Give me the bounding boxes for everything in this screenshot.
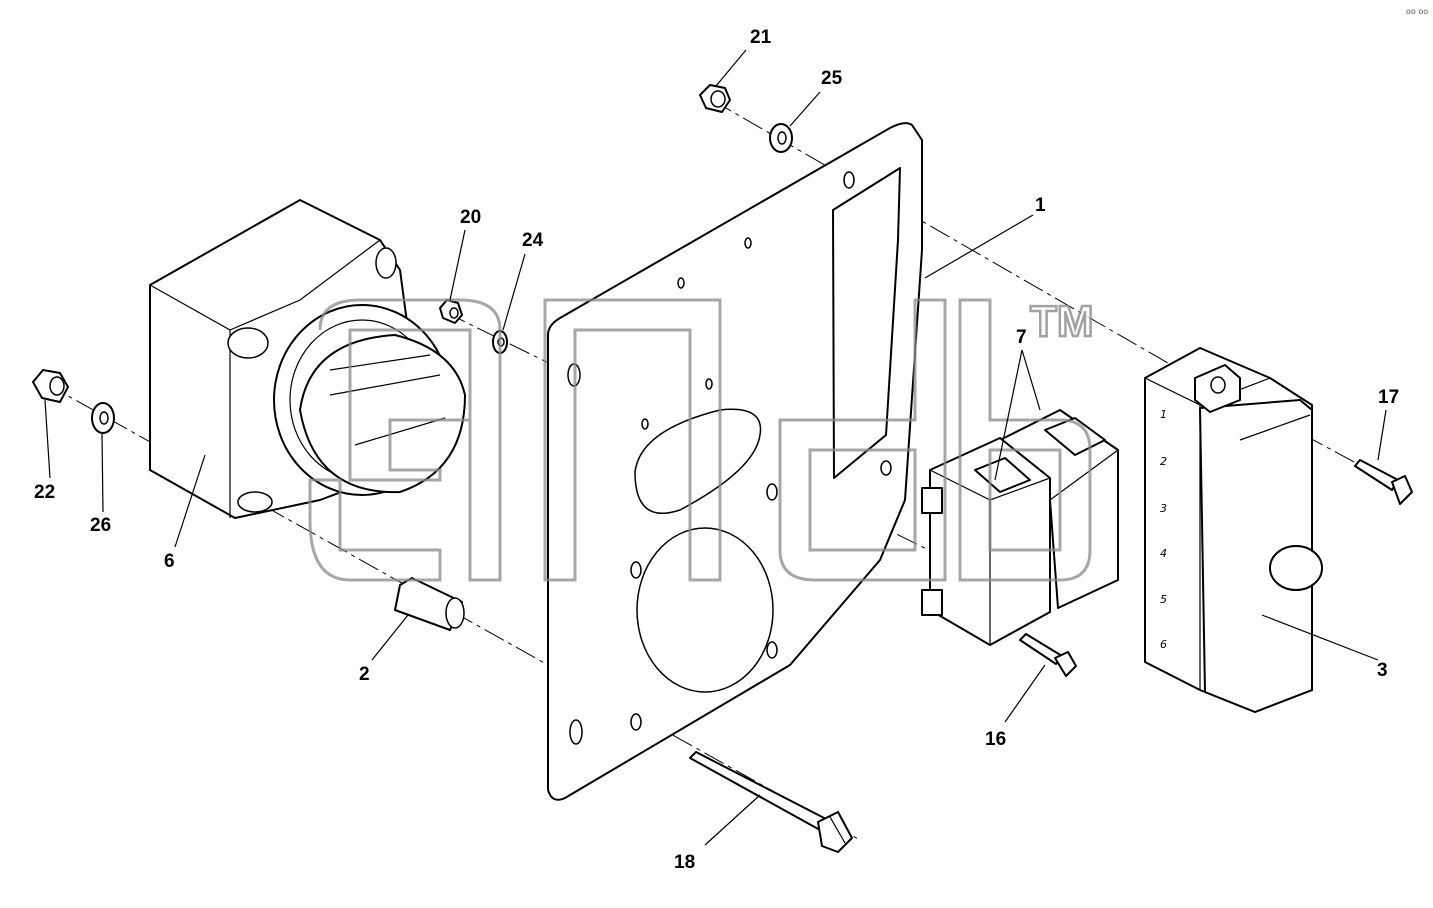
terminal-digit-6: 6 — [1160, 638, 1167, 651]
leader-lines — [44, 49, 1387, 846]
callout-3: 3 — [1377, 660, 1388, 681]
terminal-digit-5: 5 — [1160, 593, 1167, 606]
corner-mark: oo oo — [1406, 7, 1428, 16]
part-17-screw — [1354, 459, 1413, 505]
switch-knob — [299, 334, 466, 494]
watermark-tm: TM — [1030, 297, 1094, 346]
part-2-spacer-sleeve — [394, 577, 465, 631]
callout-25: 25 — [821, 68, 843, 89]
callout-26: 26 — [90, 515, 111, 536]
part-20-nut — [439, 299, 463, 324]
callout-labels: 21 25 1 20 24 7 17 22 26 6 2 3 16 18 — [34, 27, 1399, 873]
callout-18: 18 — [674, 852, 695, 873]
terminal-digit-3: 3 — [1160, 502, 1167, 515]
part-6-switch-housing — [149, 199, 466, 519]
watermark-logo: TM — [308, 296, 1095, 582]
plate-round-cutout — [636, 527, 774, 693]
plate-window-cutout — [832, 167, 901, 479]
terminal-block-button — [1269, 545, 1323, 591]
part-18-long-screw — [689, 751, 853, 853]
mounting-hole — [375, 247, 397, 279]
terminal-digit-4: 4 — [1160, 547, 1167, 560]
callout-21: 21 — [750, 27, 772, 48]
callout-22: 22 — [34, 482, 55, 503]
callout-2: 2 — [359, 664, 370, 685]
plate-holes — [567, 171, 892, 745]
mounting-hole — [237, 491, 273, 513]
callout-24: 24 — [522, 230, 544, 251]
part-1-mounting-plate — [547, 122, 923, 801]
part-3-terminal-block: 1 2 3 4 5 6 — [1144, 347, 1323, 713]
terminal-digit-2: 2 — [1160, 455, 1167, 468]
terminal-digit-1: 1 — [1160, 408, 1167, 421]
part-16-screw — [1019, 633, 1077, 677]
callout-7: 7 — [1016, 327, 1027, 348]
part-25-washer — [769, 123, 793, 153]
part-26-washer — [91, 402, 115, 434]
plate-slot — [634, 408, 762, 515]
callout-17: 17 — [1378, 387, 1399, 408]
part-21-nut — [699, 84, 731, 113]
callout-6: 6 — [164, 551, 175, 572]
callout-1: 1 — [1035, 195, 1046, 216]
callout-20: 20 — [460, 207, 481, 228]
part-22-nut — [32, 369, 69, 403]
mounting-hole — [227, 327, 269, 359]
callout-16: 16 — [985, 729, 1006, 750]
